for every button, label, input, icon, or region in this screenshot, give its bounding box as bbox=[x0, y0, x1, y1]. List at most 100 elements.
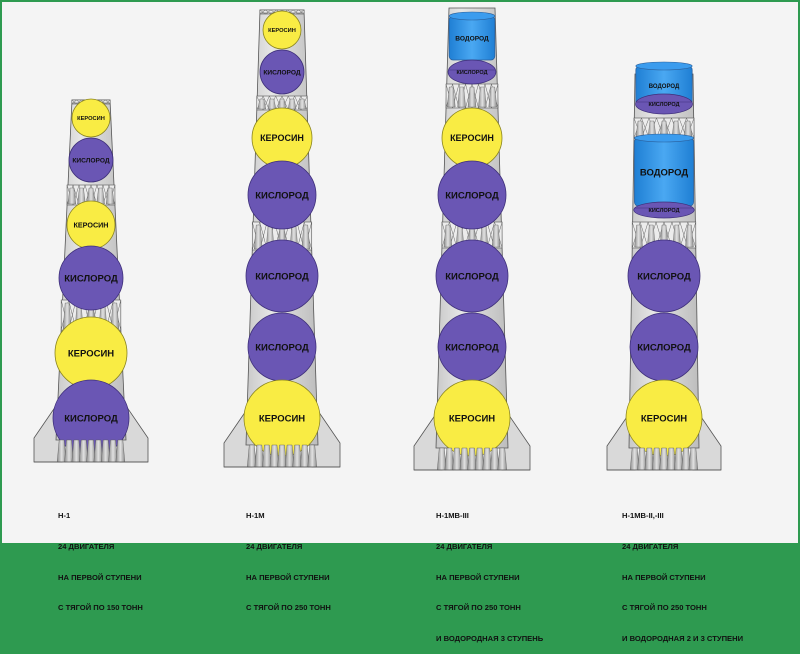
tank-ellipse bbox=[447, 59, 497, 85]
caption-line: Н-1МВ-II,-III bbox=[622, 511, 664, 521]
tank-kerosene: КЕРОСИН bbox=[251, 107, 313, 169]
engine-nozzle bbox=[457, 86, 466, 108]
tank-oxygen: КИСЛОРОД bbox=[437, 160, 507, 230]
hydrogen-tank-dome bbox=[635, 61, 693, 71]
tank-kerosene: КЕРОСИН bbox=[262, 10, 302, 50]
tank-sphere bbox=[627, 239, 701, 313]
rocket-0: КЕРОСИНКИСЛОРОДКЕРОСИНКИСЛОРОДКЕРОСИНКИС… bbox=[33, 98, 149, 463]
tank-label: КИСЛОРОД bbox=[64, 273, 118, 284]
rocket-3: ВОДОРОД КИСЛОРОД ВОДОРОД КИСЛОРОД КИСЛОРОД КИ… bbox=[606, 61, 722, 471]
caption-line: НА ПЕРВОЙ СТУПЕНИ bbox=[622, 572, 706, 582]
engine-nozzle bbox=[297, 98, 307, 110]
caption-line: 24 ДВИГАТЕЛЯ bbox=[246, 542, 303, 552]
caption-line: Н-1М bbox=[246, 511, 265, 521]
tank-label: КЕРОСИН bbox=[268, 28, 296, 34]
engine-nozzle bbox=[489, 447, 500, 471]
tank-label: КЕРОСИН bbox=[68, 348, 114, 359]
tank-label: КИСЛОРОД bbox=[648, 102, 679, 108]
truss-strut bbox=[76, 99, 82, 105]
tank-oxygen: КИСЛОРОД bbox=[247, 312, 317, 382]
tank-label: КИСЛОРОД bbox=[637, 342, 691, 353]
tank-sphere bbox=[437, 160, 507, 230]
tank-oxygen: КИСЛОРОД bbox=[633, 201, 695, 219]
caption-line: НА ПЕРВОЙ СТУПЕНИ bbox=[246, 572, 330, 582]
truss-strut bbox=[298, 9, 305, 15]
tank-label: КЕРОСИН bbox=[73, 221, 108, 230]
tank-ellipse bbox=[635, 93, 693, 115]
engine-nozzle bbox=[444, 447, 455, 471]
tank-oxygen: КИСЛОРОД bbox=[245, 239, 319, 313]
tank-label: КИСЛОРОД bbox=[456, 70, 487, 76]
tank-hydrogen: ВОДОРОД bbox=[448, 11, 496, 61]
engine-nozzle bbox=[491, 224, 501, 248]
engine-nozzle bbox=[105, 187, 115, 205]
first-stage-engines bbox=[607, 447, 721, 471]
tank-sphere bbox=[259, 49, 305, 95]
tank-ellipse bbox=[633, 201, 695, 219]
rocket-caption-n1: Н-1 24 ДВИГАТЕЛЯ НА ПЕРВОЙ СТУПЕНИ С ТЯГ… bbox=[58, 491, 143, 624]
tank-kerosene: КЕРОСИН bbox=[625, 379, 703, 457]
caption-line: НА ПЕРВОЙ СТУПЕНИ bbox=[436, 572, 520, 582]
tank-label: КЕРОСИН bbox=[449, 413, 495, 424]
caption-line: С ТЯГОЙ ПО 250 ТОНН bbox=[622, 603, 707, 613]
tank-oxygen: КИСЛОРОД bbox=[635, 93, 693, 115]
tank-kerosene: КЕРОСИН bbox=[441, 107, 503, 169]
tank-label: КЕРОСИН bbox=[450, 133, 494, 143]
tank-label: КЕРОСИН bbox=[259, 413, 305, 424]
tank-sphere bbox=[245, 239, 319, 313]
tank-label: КИСЛОРОД bbox=[64, 413, 118, 424]
caption-line: И ВОДОРОДНАЯ 3 СТУПЕНЬ bbox=[436, 633, 544, 643]
tank-label: КИСЛОРОД bbox=[255, 190, 309, 201]
tank-kerosene: КЕРОСИН bbox=[243, 379, 321, 457]
truss-strut bbox=[270, 9, 277, 15]
tank-kerosene: КЕРОСИН bbox=[71, 98, 111, 138]
truss-strut bbox=[71, 99, 77, 105]
first-stage-engines bbox=[224, 444, 340, 468]
tank-label: КИСЛОРОД bbox=[445, 342, 499, 353]
tank-oxygen: КИСЛОРОД bbox=[447, 59, 497, 85]
truss-strut bbox=[105, 99, 111, 105]
caption-line: И ВОДОРОДНАЯ 2 И 3 СТУПЕНИ bbox=[622, 633, 744, 643]
tank-oxygen: КИСЛОРОД bbox=[435, 239, 509, 313]
rocket-caption-n1mv3: Н-1МВ-III 24 ДВИГАТЕЛЯ НА ПЕРВОЙ СТУПЕНИ… bbox=[436, 491, 543, 654]
engine-nozzle bbox=[467, 86, 477, 108]
interstage-truss bbox=[256, 95, 308, 111]
engine-nozzle bbox=[67, 187, 77, 205]
tank-oxygen: КИСЛОРОД bbox=[259, 49, 305, 95]
tank-label: ВОДОРОД bbox=[649, 84, 680, 90]
truss-strut bbox=[265, 9, 272, 15]
engine-nozzle bbox=[257, 98, 267, 110]
first-stage-engines bbox=[34, 439, 148, 463]
tank-label: КИСЛОРОД bbox=[637, 271, 691, 282]
tank-kerosene: КЕРОСИН bbox=[433, 379, 511, 457]
engine-nozzle bbox=[685, 224, 694, 248]
engine-nozzle bbox=[287, 98, 297, 110]
engine-nozzle bbox=[96, 187, 105, 205]
hydrogen-tank-dome bbox=[634, 133, 694, 143]
tank-label: ВОДОРОД bbox=[455, 35, 489, 42]
caption-line: 24 ДВИГАТЕЛЯ bbox=[436, 542, 493, 552]
tank-oxygen: КИСЛОРОД bbox=[629, 312, 699, 382]
truss-strut bbox=[275, 95, 283, 111]
tank-label: ВОДОРОД bbox=[640, 167, 689, 178]
tank-kerosene: КЕРОСИН bbox=[66, 200, 116, 250]
tank-oxygen: КИСЛОРОД bbox=[247, 160, 317, 230]
truss-strut bbox=[679, 221, 689, 249]
rockets-diagram: КЕРОСИНКИСЛОРОДКЕРОСИНКИСЛОРОДКЕРОСИНКИС… bbox=[33, 7, 722, 471]
tank-sphere bbox=[71, 98, 111, 138]
caption-line: С ТЯГОЙ ПО 250 ТОНН bbox=[246, 603, 331, 613]
tank-kerosene: КЕРОСИН bbox=[54, 316, 128, 390]
interstage-truss bbox=[445, 83, 499, 109]
truss-strut bbox=[292, 9, 299, 15]
engine-nozzle bbox=[488, 86, 497, 108]
first-stage-engines bbox=[414, 447, 530, 471]
engine-nozzle bbox=[301, 224, 310, 250]
rocket-1: КЕРОСИНКИСЛОРОДКЕРОСИНКИСЛОРОДКИСЛОРОДКИ… bbox=[223, 9, 341, 468]
tank-label: КИСЛОРОД bbox=[648, 208, 679, 214]
tank-oxygen: КИСЛОРОД bbox=[68, 137, 114, 183]
tank-sphere bbox=[247, 160, 317, 230]
hydrogen-tank-dome bbox=[448, 11, 496, 21]
rocket-2: ВОДОРОД КИСЛОРОД КЕРОСИН КИСЛОРОД КИСЛОРОД КИ… bbox=[413, 7, 531, 471]
caption-line: НА ПЕРВОЙ СТУПЕНИ bbox=[58, 572, 142, 582]
engine-nozzle bbox=[447, 86, 456, 108]
